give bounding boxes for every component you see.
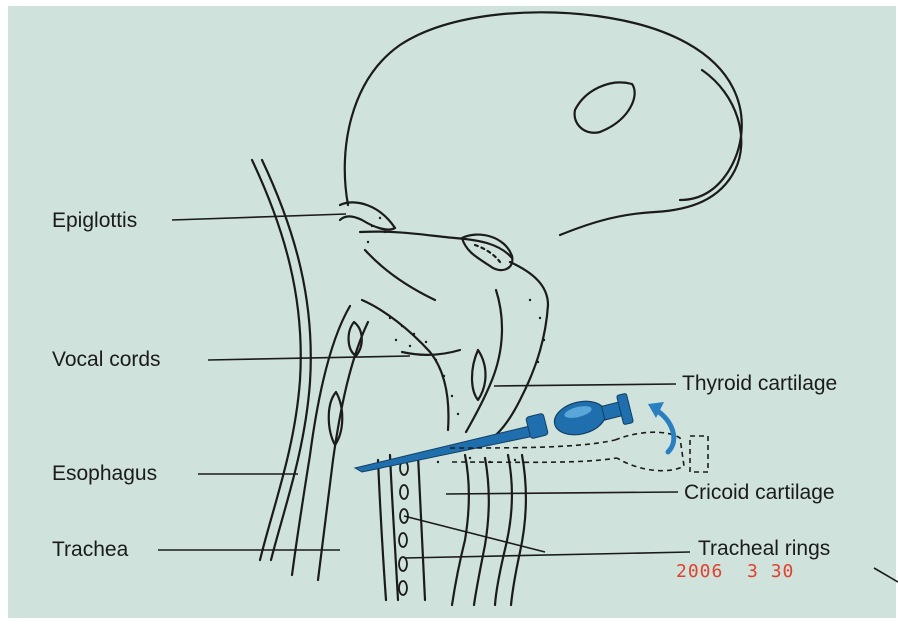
- stipple-dot: [367, 241, 369, 243]
- stipple-dot: [451, 395, 453, 397]
- stipple-dot: [543, 339, 545, 341]
- label-epiglottis: Epiglottis: [52, 210, 137, 231]
- stipple-dot: [379, 217, 381, 219]
- label-trachea: Trachea: [52, 539, 128, 560]
- stipple-dot: [413, 333, 415, 335]
- paper-sheet: [8, 6, 896, 618]
- label-cricoid-cartilage: Cricoid cartilage: [684, 482, 835, 503]
- stipple-dot: [435, 359, 437, 361]
- label-esophagus: Esophagus: [52, 463, 157, 484]
- stipple-dot: [457, 413, 459, 415]
- label-tracheal-rings: Tracheal rings: [698, 538, 830, 559]
- stipple-dot: [537, 361, 539, 363]
- label-vocal-cords: Vocal cords: [52, 349, 161, 370]
- photo-date-stamp: 2006 3 30: [676, 563, 794, 581]
- stipple-dot: [401, 325, 403, 327]
- label-thyroid-cartilage: Thyroid cartilage: [682, 373, 837, 394]
- stipple-dot: [395, 339, 397, 341]
- stipple-dot: [389, 317, 391, 319]
- stipple-dot: [409, 345, 411, 347]
- stipple-dot: [514, 459, 516, 461]
- stipple-dot: [371, 225, 373, 227]
- stipple-dot: [469, 457, 471, 459]
- stipple-dot: [529, 299, 531, 301]
- stipple-dot: [539, 317, 541, 319]
- stipple-dot: [425, 341, 427, 343]
- stipple-dot: [384, 231, 386, 233]
- stipple-dot: [437, 461, 439, 463]
- stipple-dot: [443, 375, 445, 377]
